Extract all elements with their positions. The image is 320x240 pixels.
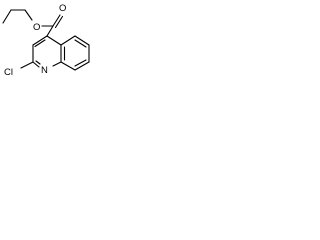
- bond-c4a-c5: [60, 35, 76, 46]
- bond-carbonyl-to-ring: [46, 25, 54, 37]
- bond-c7-c8-inner: [74, 59, 87, 67]
- chemical-structure: O O Cl N: [2, 3, 90, 78]
- bond-c5-c6-inner: [74, 39, 87, 48]
- chlorine-label: Cl: [4, 67, 13, 78]
- bond-carbonyl-double-a: [52, 14, 61, 27]
- oxygen-label-ether: O: [33, 22, 40, 33]
- bond-n1-c8a: [52, 61, 62, 67]
- bond-c2-n1-inner: [35, 60, 41, 65]
- bond-c2-chlorine: [20, 61, 34, 69]
- bond-c7-c8: [74, 61, 90, 71]
- bond-c8-c8a: [60, 61, 76, 71]
- nitrogen-label: N: [41, 65, 48, 76]
- bond-c2-n1: [32, 61, 40, 68]
- bond-c5-c6: [74, 35, 90, 46]
- oxygen-label-carbonyl: O: [59, 3, 66, 14]
- bond-c4-c3: [32, 35, 48, 46]
- bond-ethyl-ch3: [2, 9, 12, 24]
- bond-c4a-c4: [46, 35, 62, 46]
- bond-carbonyl-double-b: [54, 15, 64, 29]
- bond-c4-c3-inner: [34, 39, 46, 48]
- bond-ch2-oxygen: [24, 9, 33, 21]
